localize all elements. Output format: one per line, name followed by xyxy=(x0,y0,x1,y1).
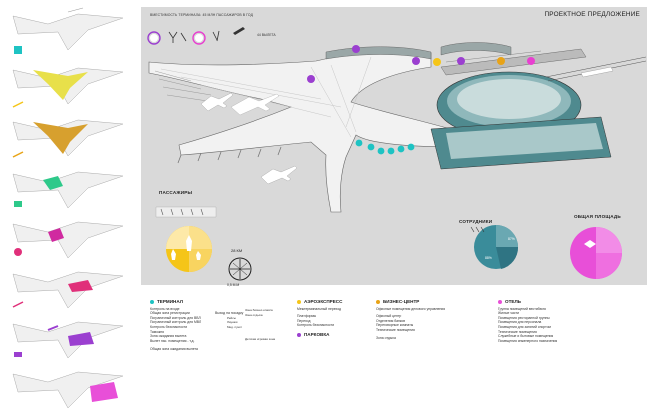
area-pie xyxy=(570,227,622,279)
terminal-building xyxy=(148,50,472,213)
list-item: Таможня xyxy=(150,329,164,334)
phase-thumbnails xyxy=(0,0,135,417)
list-item: Выход на посадку xyxy=(215,311,244,315)
legend-terminal-mid: Выход на посадку Рейсы Лаунжи Мед. пункт xyxy=(215,311,243,329)
list-item: Лаунжи xyxy=(227,320,238,325)
list-item: Зона отдыха xyxy=(245,312,263,317)
flight-count: 44 ВЫЛЕТА xyxy=(257,33,276,37)
business-dot-icon xyxy=(376,300,380,305)
list-item: Жилые части xyxy=(498,311,520,316)
list-item: Межтерминальный переход xyxy=(297,306,342,311)
list-item: Рейсы xyxy=(227,315,236,320)
legend-parking-head: ПАРКОВКА xyxy=(297,331,342,338)
staff-percent-b: 88% xyxy=(485,256,492,260)
business-title: БИЗНЕС-ЦЕНТР xyxy=(383,299,420,304)
legend-aeroexpress: АЭРОЭКСПРЕСС Межтерминальный переход Пла… xyxy=(297,299,343,340)
list-item: Платформы xyxy=(297,314,317,319)
parking-dot-icon xyxy=(297,333,301,338)
rail-track xyxy=(545,56,647,82)
list-item: Зона бизнес-класса xyxy=(245,308,273,312)
legend-terminal-head: ТЕРМИНАЛ xyxy=(150,299,201,305)
list-item: Пограничный контроль для МВЛ xyxy=(150,320,202,325)
list-item: Пограничный контроль для ВВЛ xyxy=(150,315,201,320)
capacity-title: ВМЕСТИМОСТЬ ТЕРМИНАЛА: 45 МЛН ПАССАЖИРОВ… xyxy=(150,13,253,17)
thumbnail-business xyxy=(8,164,126,210)
top-badges xyxy=(147,27,245,45)
legend-hotel-head: ОТЕЛЬ xyxy=(498,299,557,305)
list-item: Вылет пас. помещения - т.д. xyxy=(150,338,195,343)
list-item: Группа помещений вестибюля xyxy=(498,306,546,311)
staff-percent-a: 87% xyxy=(508,237,515,241)
thumbnail-services xyxy=(8,264,126,310)
hotel-icon xyxy=(12,244,24,256)
aeroexpress-title: АЭРОЭКСПРЕСС xyxy=(304,299,343,304)
passengers-title: ПАССАЖИРЫ xyxy=(159,190,193,195)
legend-business: БИЗНЕС-ЦЕНТР Офисные помещения делового … xyxy=(376,299,446,340)
hotel-title: ОТЕЛЬ xyxy=(505,299,521,304)
project-heading: ПРОЕКТНОЕ ПРЕДЛОЖЕНИЕ xyxy=(544,11,640,18)
passengers-pie xyxy=(166,226,212,272)
list-item: Детская игровая зона xyxy=(245,337,276,342)
list-item: Общая зона регистрации xyxy=(150,311,190,316)
aeroexpress-icon xyxy=(12,96,24,108)
list-item: Технические помещения xyxy=(376,327,415,332)
terminal-title: ТЕРМИНАЛ xyxy=(157,299,183,304)
list-item: Переход xyxy=(297,318,311,323)
terminal-dot-icon xyxy=(150,300,154,305)
parking-icon xyxy=(12,146,24,158)
list-item: Зона ожидания вылета xyxy=(150,334,187,339)
terminal-axonometry xyxy=(147,27,647,281)
compass-logo xyxy=(228,257,252,281)
list-item: Отделения банков xyxy=(376,318,406,323)
list-item: Контроль безопасности xyxy=(150,324,188,329)
list-item: Помещения для занятий спортом xyxy=(498,324,551,329)
passenger-icons-row xyxy=(155,206,217,218)
parking-title: ПАРКОВКА xyxy=(304,331,330,337)
list-item: Помещения ресторанной группы xyxy=(498,315,550,320)
list-item: Переговорные комнаты xyxy=(376,323,414,328)
list-item: Контроль на входе xyxy=(150,306,180,311)
main-diagram-panel: ВМЕСТИМОСТЬ ТЕРМИНАЛА: 45 МЛН ПАССАЖИРОВ… xyxy=(141,7,647,287)
list-item: Зона отдыха xyxy=(376,335,396,340)
area-title: ОБЩАЯ ПЛОЩАДЬ xyxy=(574,214,621,219)
distance-label: 28 КМ xyxy=(231,248,243,253)
list-item: Общая зона ожидания вылета xyxy=(150,347,198,352)
distance-value: 0,5 М.М xyxy=(227,283,240,287)
thumbnail-base xyxy=(8,6,126,52)
terminal-icon xyxy=(12,42,24,54)
staff-pie xyxy=(470,225,519,269)
services-icon xyxy=(12,296,24,308)
list-item: Помещения инженерного назначения xyxy=(498,338,558,343)
list-item: Контроль безопасности xyxy=(297,323,335,328)
thumbnail-aeroexpress xyxy=(8,60,126,106)
list-item: Технические помещения xyxy=(498,329,537,334)
business-icon xyxy=(12,196,24,207)
staff-title: СОТРУДНИКИ xyxy=(459,219,493,224)
aeroexpress-dot-icon xyxy=(297,300,301,305)
legend-hotel: ОТЕЛЬ Группа помещений вестибюля Жилые ч… xyxy=(498,299,558,343)
hotel-dot-icon xyxy=(498,300,502,305)
thumbnail-parking xyxy=(8,112,126,158)
legend-aeroexpress-head: АЭРОЭКСПРЕСС xyxy=(297,299,343,305)
list-item: Служебные и бытовые помещения xyxy=(498,334,554,339)
legend-business-head: БИЗНЕС-ЦЕНТР xyxy=(376,299,445,305)
pin-markers xyxy=(307,45,535,155)
list-item: Офисный центр xyxy=(376,314,402,319)
legend-terminal-right: Зона бизнес-класса Зона отдыха Детская и… xyxy=(245,308,275,342)
round-parking-dome xyxy=(430,48,612,170)
list-item: Мед. пункт xyxy=(227,324,243,329)
legend-terminal: ТЕРМИНАЛ Контроль на входе Общая зона ре… xyxy=(150,299,202,352)
list-item: Помещения для персонала xyxy=(498,320,542,325)
list-item: Офисные помещения делового управления xyxy=(376,306,446,311)
offices-icon xyxy=(12,346,24,357)
thumbnail-hotel xyxy=(8,214,126,260)
thumbnail-offices xyxy=(8,314,126,360)
thumbnail-hotel-block xyxy=(8,364,126,410)
